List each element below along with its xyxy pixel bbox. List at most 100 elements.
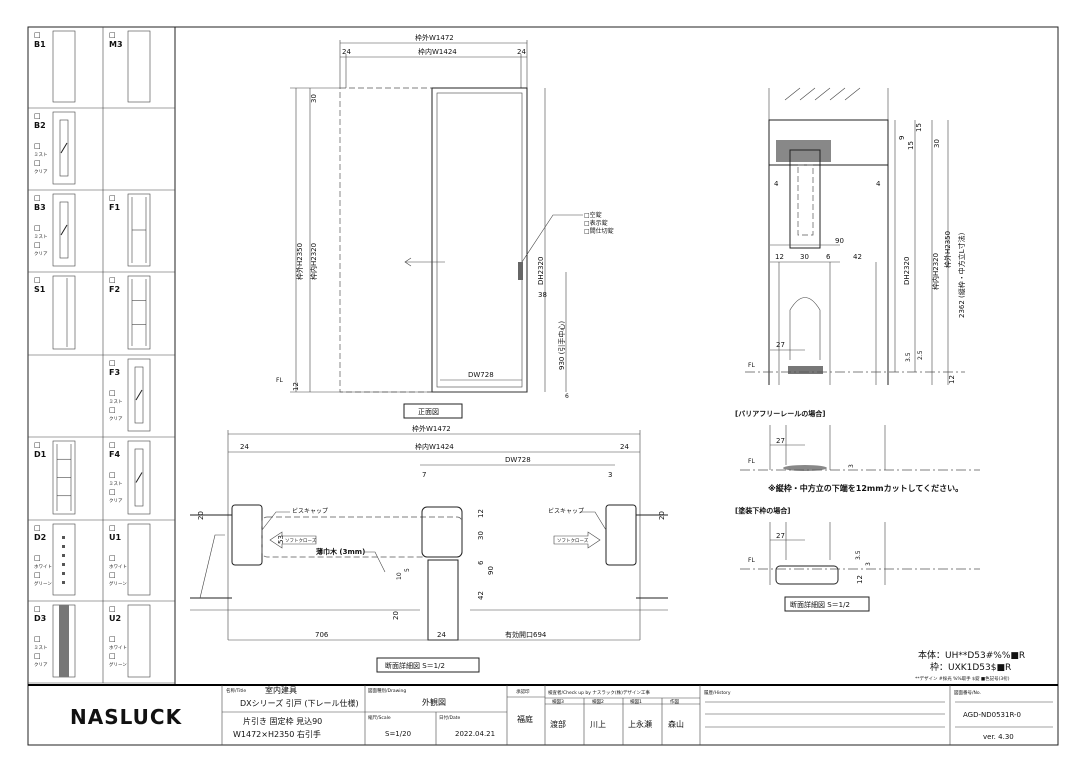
option-checkbox[interactable]: □ xyxy=(109,441,116,449)
option-checkbox[interactable]: □ xyxy=(109,194,116,202)
option-checkbox[interactable]: □ xyxy=(34,31,41,39)
option-checkbox[interactable]: □ xyxy=(109,635,116,643)
vs-dim-42: 42 xyxy=(853,253,862,261)
door-thumbnail xyxy=(127,193,151,267)
checker-name: 川上 xyxy=(590,720,606,729)
drawing-no-label: 図面番号/No. xyxy=(954,689,981,696)
screw-cap-right: ビスキャップ xyxy=(548,507,584,515)
option-u1[interactable]: □U1□ホワイト□グリーン xyxy=(109,523,151,596)
option-checkbox[interactable]: □ xyxy=(34,276,41,284)
option-f4[interactable]: □F4□ミスト□クリア xyxy=(109,440,151,515)
option-f1[interactable]: □F1 xyxy=(109,193,151,267)
option-checkbox[interactable]: □ xyxy=(34,524,41,532)
option-code: D3 xyxy=(34,614,46,623)
vs-dim-4r: 4 xyxy=(876,180,881,188)
title-line-4: W1472×H2350 右引手 xyxy=(233,729,321,739)
door-thumbnail xyxy=(127,440,151,515)
option-finish: クリア xyxy=(109,416,123,422)
option-d1[interactable]: □D1 xyxy=(34,440,76,515)
option-checkbox[interactable]: □ xyxy=(109,571,116,579)
option-checkbox[interactable]: □ xyxy=(109,488,116,496)
soft-close-arrow-right xyxy=(553,531,601,549)
approval-label: 承認印 xyxy=(516,688,530,695)
option-checkbox[interactable]: □ xyxy=(34,241,41,249)
vs-dim-12: 12 xyxy=(775,253,784,261)
option-code: S1 xyxy=(34,285,46,294)
option-checkbox[interactable]: □ xyxy=(109,31,116,39)
screw-cap-left: ビスキャップ xyxy=(292,507,328,515)
option-checkbox[interactable]: □ xyxy=(34,441,41,449)
fl-mark: FL xyxy=(276,377,283,384)
history-label: 履歴/History xyxy=(704,690,731,696)
option-checkbox[interactable]: □ xyxy=(34,194,41,202)
plan-opening: 有効開口694 xyxy=(505,630,547,639)
option-checkbox[interactable]: □ xyxy=(109,276,116,284)
option-checkbox[interactable]: □ xyxy=(109,406,116,414)
title-block: NASLUCK 名称/Title 室内建具 DXシリーズ 引戸 (下レール仕様)… xyxy=(70,685,1053,745)
vs-dim-25: 2.5 xyxy=(917,350,924,360)
option-u2[interactable]: □U2□ホワイト□グリーン xyxy=(109,604,151,678)
scale-label: 縮尺/Scale xyxy=(368,714,391,721)
date-value: 2022.04.21 xyxy=(455,730,495,738)
option-code: B1 xyxy=(34,40,46,49)
door-thumbnail xyxy=(52,440,76,515)
option-checkbox[interactable]: □ xyxy=(34,635,41,643)
dim-door-width: DW728 xyxy=(468,371,494,379)
option-m3[interactable]: □M3 xyxy=(109,30,151,103)
option-checkbox[interactable]: □ xyxy=(34,571,41,579)
vs-dim-15b: 15 xyxy=(915,123,923,132)
option-d2[interactable]: □D2□ホワイト□グリーン xyxy=(34,523,76,596)
baseboard-label: 薄巾木 (3mm) xyxy=(316,547,365,556)
check-column-label: 検図2 xyxy=(592,698,604,705)
option-checkbox[interactable]: □ xyxy=(34,554,41,562)
vs-dim-9: 9 xyxy=(898,136,906,140)
nasluck-logo: NASLUCK xyxy=(70,705,183,729)
option-checkbox[interactable]: □ xyxy=(109,554,116,562)
option-b2[interactable]: □B2□ミスト□クリア xyxy=(34,111,76,185)
scale-value: S=1/20 xyxy=(385,730,411,738)
option-checkbox[interactable]: □ xyxy=(109,605,116,613)
vs-fl: FL xyxy=(748,362,755,369)
option-checkbox[interactable]: □ xyxy=(109,389,116,397)
soft-close-right: ソフトクローズ xyxy=(557,537,589,544)
vs-dim-90: 90 xyxy=(835,237,844,245)
option-checkbox[interactable]: □ xyxy=(34,224,41,232)
option-checkbox[interactable]: □ xyxy=(109,524,116,532)
option-checkbox[interactable]: □ xyxy=(34,112,41,120)
lock-option-2: □表示錠 xyxy=(584,219,608,227)
option-checkbox[interactable]: □ xyxy=(109,652,116,660)
vs-post-height: 2362 (縦枠・中方立L寸法) xyxy=(957,232,966,318)
check-column-label: 作図 xyxy=(670,698,679,705)
vs-dim-12v: 12 xyxy=(948,375,956,384)
option-checkbox[interactable]: □ xyxy=(34,142,41,150)
option-finish: ミスト xyxy=(109,481,123,487)
option-finish: クリア xyxy=(34,169,48,175)
door-thumbnail xyxy=(127,523,151,596)
plan-section-caption: 断面詳細図 S＝1/2 xyxy=(385,661,445,670)
plan-section: 枠外W1472 枠内W1424 24 24 DW728 7 3 ソフトクローズ … xyxy=(190,424,668,673)
option-checkbox[interactable]: □ xyxy=(34,652,41,660)
title-line-3: 片引き 固定枠 見込90 xyxy=(243,716,322,726)
option-checkbox[interactable]: □ xyxy=(34,159,41,167)
soft-close-left: ソフトクローズ xyxy=(285,537,317,544)
door-thumbnail xyxy=(127,358,151,432)
option-f3[interactable]: □F3□ミスト□クリア xyxy=(109,358,151,432)
door-thumbnail xyxy=(127,275,151,350)
option-f2[interactable]: □F2 xyxy=(109,275,151,350)
option-checkbox[interactable]: □ xyxy=(34,605,41,613)
option-s1[interactable]: □S1 xyxy=(34,275,76,350)
dim-inner-height: 枠内H2320 xyxy=(309,243,318,280)
option-checkbox[interactable]: □ xyxy=(109,359,116,367)
pt-fl: FL xyxy=(748,557,755,564)
vs-dim-30: 30 xyxy=(800,253,809,261)
soft-close-arrow-left xyxy=(269,531,317,549)
option-b3[interactable]: □B3□ミスト□クリア xyxy=(34,193,76,267)
door-thumbnail xyxy=(127,30,151,103)
option-code: B3 xyxy=(34,203,46,212)
option-b1[interactable]: □B1 xyxy=(34,30,76,103)
option-d3[interactable]: □D3□ミスト□クリア xyxy=(34,604,76,678)
front-view-caption: 正面図 xyxy=(418,408,439,416)
vs-dim-30v: 30 xyxy=(933,139,941,148)
option-checkbox[interactable]: □ xyxy=(109,471,116,479)
dim-handle-height: 930 (引手中心) xyxy=(557,321,566,370)
